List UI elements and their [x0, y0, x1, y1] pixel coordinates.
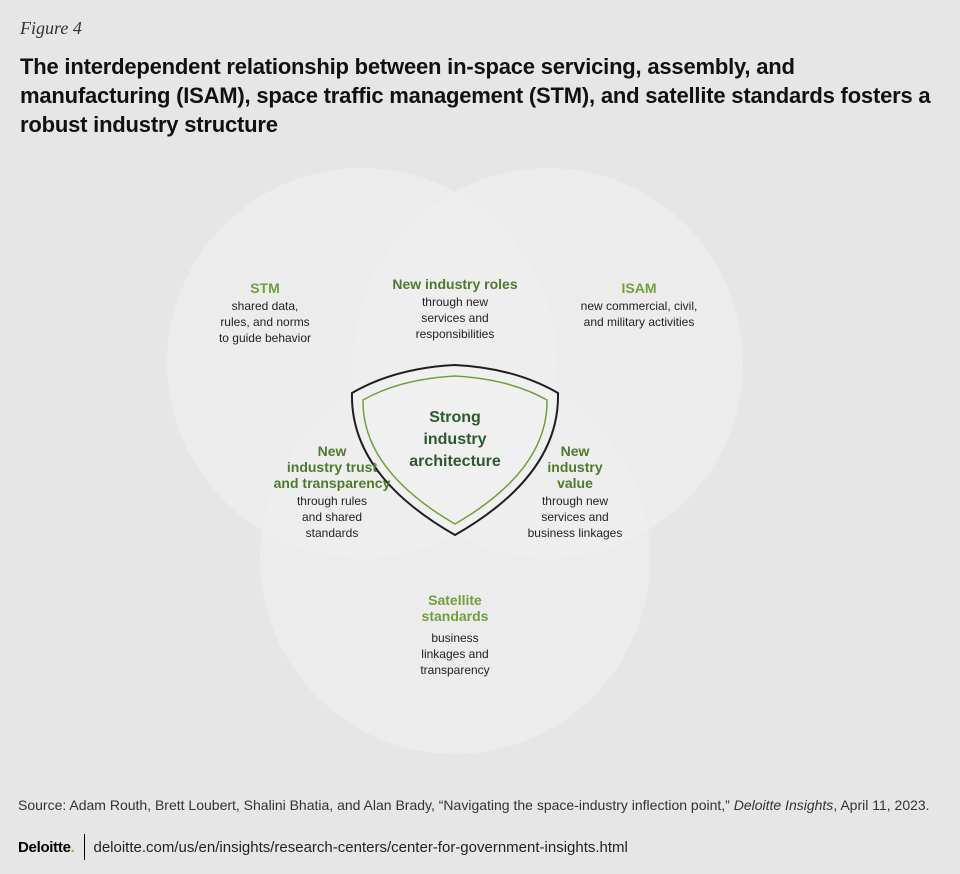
center-line-2: industry — [423, 431, 487, 448]
isam-desc-1: new commercial, civil, — [580, 299, 698, 313]
roles-label: New industry roles through new services … — [380, 276, 530, 342]
roles-desc-1: through new — [421, 295, 489, 309]
satellite-desc-2: linkages and — [421, 647, 489, 661]
source-prefix: Source: Adam Routh, Brett Loubert, Shali… — [18, 797, 734, 813]
logo-dot: . — [70, 838, 75, 856]
trust-desc-2: and shared — [301, 510, 363, 524]
center-line-1: Strong — [429, 409, 481, 426]
center-label: Strong industry architecture — [395, 407, 515, 473]
center-shape-inner — [362, 375, 548, 525]
source-publication: Deloitte Insights — [733, 797, 834, 813]
value-title-1: New — [560, 443, 590, 459]
value-title-2: industry — [547, 459, 603, 475]
roles-desc-3: responsibilities — [415, 327, 495, 341]
footer-divider — [84, 834, 86, 860]
isam-title: ISAM — [621, 280, 657, 296]
value-desc-1: through new — [541, 494, 609, 508]
deloitte-logo: Deloitte. — [18, 838, 75, 856]
satellite-circle — [260, 364, 650, 754]
value-label: New industry value through new services … — [516, 443, 634, 541]
footer-url-link[interactable]: deloitte.com/us/en/insights/research-cen… — [93, 838, 628, 856]
value-title-3: value — [557, 475, 593, 491]
center-line-3: architecture — [409, 453, 501, 470]
trust-title-3: and transparency — [273, 475, 391, 491]
logo-text: Deloitte — [18, 838, 71, 856]
isam-desc-2: and military activities — [583, 315, 695, 329]
stm-title: STM — [250, 280, 280, 296]
stm-label: STM shared data, rules, and norms to gui… — [195, 280, 335, 346]
source-citation: Source: Adam Routh, Brett Loubert, Shali… — [18, 797, 930, 813]
roles-desc-2: services and — [421, 311, 489, 325]
satellite-desc-1: business — [431, 631, 479, 645]
value-desc-2: services and — [541, 510, 609, 524]
satellite-label: Satellite standards business linkages an… — [390, 592, 520, 678]
satellite-title-2: standards — [421, 608, 489, 624]
trust-label: New industry trust and transparency thro… — [268, 443, 396, 541]
trust-title-1: New — [317, 443, 347, 459]
value-desc-3: business linkages — [527, 526, 623, 540]
figure-title: The interdependent relationship between … — [20, 54, 931, 137]
satellite-title-1: Satellite — [428, 592, 482, 608]
satellite-desc-3: transparency — [420, 663, 490, 677]
figure-label: Figure 4 — [20, 18, 82, 38]
isam-label: ISAM new commercial, civil, and military… — [564, 280, 714, 330]
roles-title: New industry roles — [392, 276, 518, 292]
source-suffix: , April 11, 2023. — [833, 797, 930, 813]
stm-desc-2: rules, and norms — [220, 315, 310, 329]
trust-title-2: industry trust — [286, 459, 378, 475]
stm-desc-3: to guide behavior — [218, 331, 312, 345]
stm-desc-1: shared data, — [231, 299, 299, 313]
center-shape-outline — [350, 363, 560, 537]
footer: Deloitte. deloitte.com/us/en/insights/re… — [18, 834, 628, 860]
trust-desc-3: standards — [305, 526, 359, 540]
trust-desc-1: through rules — [296, 494, 368, 508]
